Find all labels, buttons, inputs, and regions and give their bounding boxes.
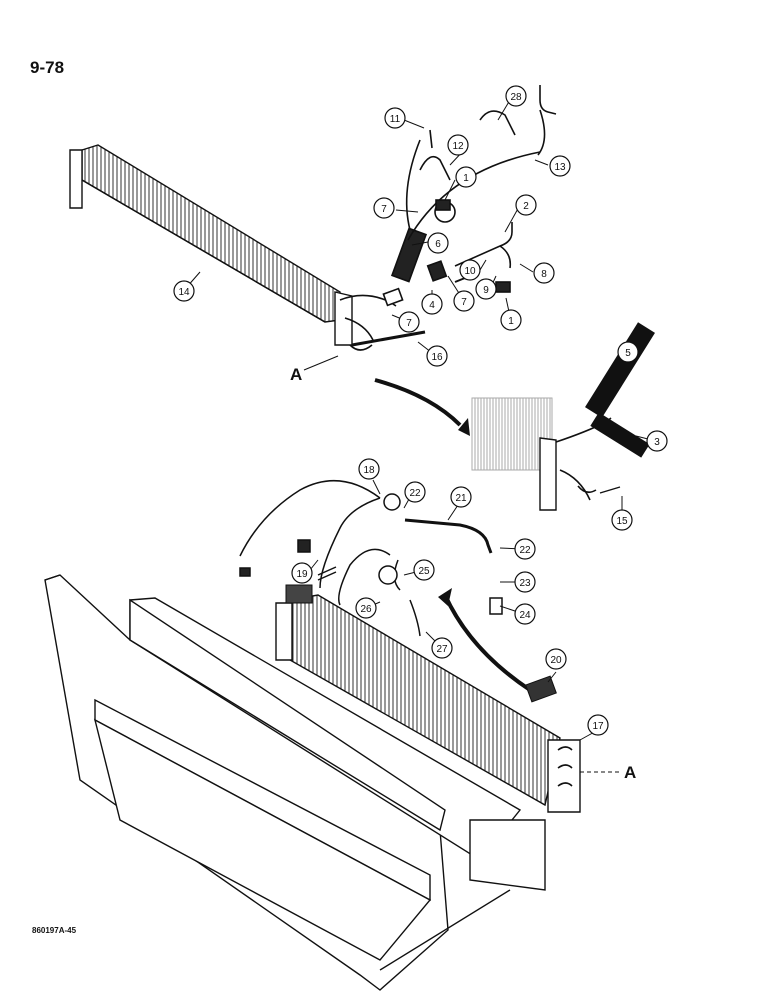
callout-27: 27 xyxy=(431,637,453,659)
assembly-arrow-lower xyxy=(438,588,532,692)
svg-text:24: 24 xyxy=(519,610,531,621)
callout-7-low: 7 xyxy=(398,311,420,333)
upper-pipe-assembly xyxy=(339,85,557,351)
callout-24: 24 xyxy=(514,603,536,625)
callout-12: 11 xyxy=(384,107,406,129)
callout-16: 16 xyxy=(426,345,448,367)
svg-text:7: 7 xyxy=(381,204,387,215)
reference-letter-a-upper: A xyxy=(290,365,302,384)
callout-1-lower: 1 xyxy=(500,309,522,331)
reference-letter-a-lower: A xyxy=(624,763,636,782)
svg-text:7: 7 xyxy=(406,318,412,329)
upper-heater-core xyxy=(69,144,353,346)
svg-text:19: 19 xyxy=(296,569,308,580)
svg-text:27: 27 xyxy=(436,644,448,655)
callout-17: 17 xyxy=(587,714,609,736)
callout-7-mid: 7 xyxy=(453,290,475,312)
callout-23: 23 xyxy=(514,571,536,593)
lower-hose-assembly xyxy=(239,479,503,637)
callout-5: 5 xyxy=(617,341,639,363)
svg-text:14: 14 xyxy=(178,287,190,298)
mounting-panel xyxy=(44,574,546,991)
callout-6: 6 xyxy=(427,232,449,254)
callout-26: 26 xyxy=(355,597,377,619)
svg-text:12: 12 xyxy=(452,141,464,152)
callout-20: 20 xyxy=(545,648,567,670)
assembly-arrow-upper xyxy=(374,378,470,436)
svg-text:1: 1 xyxy=(463,173,469,184)
svg-text:6: 6 xyxy=(435,239,441,250)
svg-text:3: 3 xyxy=(654,437,660,448)
svg-text:22: 22 xyxy=(409,488,421,499)
callout-28: 28 xyxy=(505,85,527,107)
callout-22-upper: 22 xyxy=(404,481,426,503)
svg-text:20: 20 xyxy=(550,655,562,666)
svg-text:1: 1 xyxy=(508,316,514,327)
figure-code: 860197A-45 xyxy=(32,926,77,935)
callout-2: 2 xyxy=(515,194,537,216)
callout-25: 25 xyxy=(413,559,435,581)
lower-heater-core xyxy=(275,584,581,813)
callouts: 11 28 12 13 1 7 2 6 8 10 9 14 4 7 7 1 16… xyxy=(173,85,668,736)
svg-text:13: 13 xyxy=(554,162,566,173)
svg-text:23: 23 xyxy=(519,578,531,589)
ghosted-core-detail xyxy=(471,322,655,511)
callout-7-top: 7 xyxy=(373,197,395,219)
svg-text:8: 8 xyxy=(541,269,547,280)
svg-text:26: 26 xyxy=(360,604,372,615)
svg-text:25: 25 xyxy=(418,566,430,577)
callout-19: 19 xyxy=(291,562,313,584)
callout-1-upper: 1 xyxy=(455,166,477,188)
callout-8: 8 xyxy=(533,262,555,284)
callout-21: 21 xyxy=(450,486,472,508)
callout-13: 13 xyxy=(549,155,571,177)
callout-22-lower: 22 xyxy=(514,538,536,560)
svg-text:28: 28 xyxy=(510,92,522,103)
callout-15: 15 xyxy=(611,509,633,531)
svg-text:18: 18 xyxy=(363,465,375,476)
svg-text:2: 2 xyxy=(523,201,529,212)
callout-14: 14 xyxy=(173,280,195,302)
bracket-part-20 xyxy=(525,675,557,703)
svg-text:5: 5 xyxy=(625,348,631,359)
callout-18: 18 xyxy=(358,458,380,480)
svg-text:11: 11 xyxy=(390,114,401,125)
callout-11: 12 xyxy=(447,134,469,156)
svg-text:21: 21 xyxy=(455,493,467,504)
svg-text:4: 4 xyxy=(429,300,435,311)
svg-text:7: 7 xyxy=(461,297,467,308)
svg-text:22: 22 xyxy=(519,545,531,556)
svg-text:10: 10 xyxy=(464,266,476,277)
svg-text:16: 16 xyxy=(431,352,443,363)
callout-3: 3 xyxy=(646,430,668,452)
callout-9: 9 xyxy=(475,278,497,300)
svg-text:15: 15 xyxy=(616,516,628,527)
callout-4: 4 xyxy=(421,293,443,315)
svg-text:9: 9 xyxy=(483,285,489,296)
svg-text:17: 17 xyxy=(592,721,604,732)
callout-10: 10 xyxy=(459,259,481,281)
page-number: 9-78 xyxy=(30,58,65,77)
